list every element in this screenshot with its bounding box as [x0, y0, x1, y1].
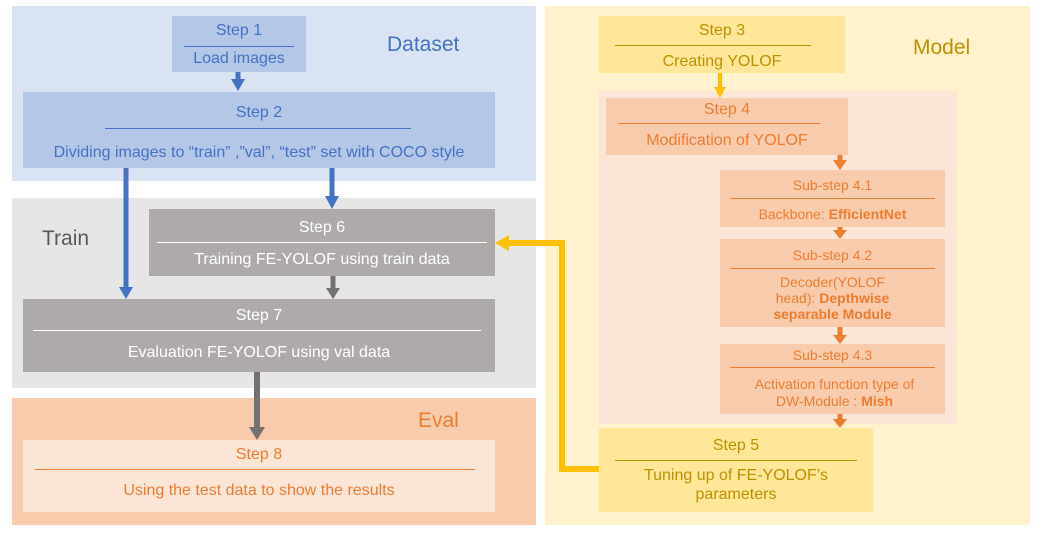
step-7-divider — [33, 330, 481, 331]
step-8-title: Step 8 — [235, 446, 283, 463]
step-2-divider — [105, 128, 411, 129]
step-4-divider — [618, 123, 820, 124]
model-label: Model — [913, 36, 971, 59]
step-4-desc: Modification of YOLOF — [646, 132, 808, 149]
substep-4-2-desc-prefix: Decoder(YOLOF head): — [775, 274, 886, 306]
substep-4-1-desc-prefix: Backbone: — [758, 206, 829, 222]
step-5-divider — [615, 460, 857, 461]
step-7-title: Step 7 — [235, 307, 283, 324]
step-6-box: Step 6 Training FE-YOLOF using train dat… — [149, 209, 495, 276]
train-label: Train — [42, 227, 90, 250]
step-2-title: Step 2 — [235, 104, 283, 121]
substep-4-1-divider — [730, 198, 935, 199]
step-4-title: Step 4 — [703, 101, 751, 118]
step-4-box: Step 4 Modification of YOLOF — [606, 98, 848, 155]
substep-4-2-desc-bold: Depthwise separable Module — [773, 290, 892, 322]
substep-4-2-desc: Decoder(YOLOF head): Depthwise separable… — [760, 274, 905, 322]
substep-4-1-title: Sub-step 4.1 — [792, 177, 873, 193]
step-6-divider — [157, 242, 487, 243]
step-5-box: Step 5 Tuning up of FE-YOLOF’s parameter… — [599, 428, 873, 512]
substep-4-1-desc-bold: EfficientNet — [828, 206, 907, 222]
step-7-desc: Evaluation FE-YOLOF using val data — [127, 344, 391, 361]
dataset-label: Dataset — [387, 33, 460, 56]
substep-4-3-desc-bold: Mish — [861, 393, 894, 409]
eval-label: Eval — [418, 409, 459, 432]
step-6-title: Step 6 — [298, 219, 346, 236]
step-2-desc: Dividing images to “train” ,”val”, “test… — [53, 144, 465, 161]
substep-4-2-title: Sub-step 4.2 — [792, 247, 873, 263]
substep-4-3-box: Sub-step 4.3 Activation function type of… — [720, 344, 945, 414]
step-1-desc: Load images — [193, 50, 285, 67]
substep-4-3-divider — [730, 367, 935, 368]
substep-4-1-desc: Backbone: EfficientNet — [724, 206, 941, 223]
step-1-title: Step 1 — [215, 22, 263, 39]
substep-4-1-box: Sub-step 4.1 Backbone: EfficientNet — [720, 170, 945, 227]
substep-4-2-box: Sub-step 4.2 Decoder(YOLOF head): Depthw… — [720, 239, 945, 327]
step-5-desc: Tuning up of FE-YOLOF’s parameters — [643, 467, 829, 503]
step-3-desc: Creating YOLOF — [662, 53, 782, 70]
step-8-desc: Using the test data to show the results — [123, 482, 395, 499]
step-1-divider — [184, 46, 294, 47]
step-1-box: Step 1 Load images — [172, 16, 306, 72]
step-6-desc: Training FE-YOLOF using train data — [194, 251, 450, 268]
step-3-divider — [615, 45, 811, 46]
substep-4-3-title: Sub-step 4.3 — [792, 347, 873, 363]
step-8-box: Step 8 Using the test data to show the r… — [23, 440, 495, 512]
step-8-divider — [35, 469, 475, 470]
substep-4-3-desc: Activation function type of DW-Module : … — [750, 376, 919, 410]
step-3-title: Step 3 — [698, 22, 746, 39]
step-2-box: Step 2 Dividing images to “train” ,”val”… — [23, 92, 495, 168]
step-3-box: Step 3 Creating YOLOF — [599, 16, 845, 73]
substep-4-2-divider — [730, 268, 935, 269]
step-7-box: Step 7 Evaluation FE-YOLOF using val dat… — [23, 299, 495, 372]
substep-4-3-desc-prefix: Activation function type of DW-Module : — [754, 376, 915, 409]
step-5-title: Step 5 — [712, 437, 760, 454]
